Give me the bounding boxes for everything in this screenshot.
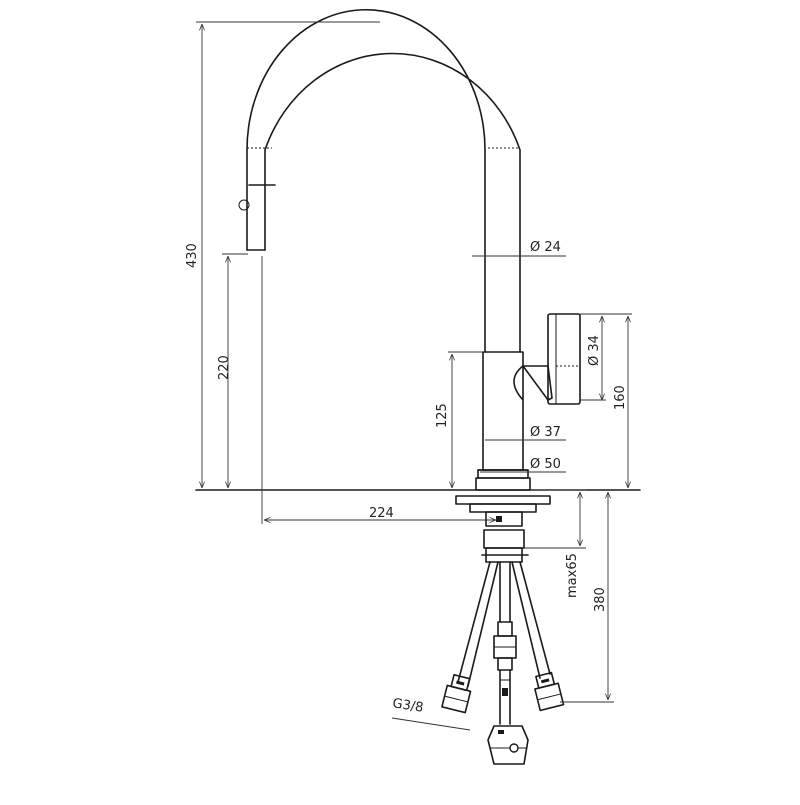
spout-outer <box>246 9 486 353</box>
dim-body-height: 125 <box>435 403 450 428</box>
dim-base-diameter: Ø 50 <box>530 457 561 472</box>
dim-spout-reach: 224 <box>369 506 394 521</box>
handshower-button <box>238 199 250 211</box>
mounting-plate <box>455 495 551 505</box>
faucet-outline <box>195 9 641 765</box>
dimension-labels: 430 220 125 160 380 max65 Ø 34 224 Ø 24 … <box>185 240 628 716</box>
dim-max-thickness: max65 <box>565 553 580 598</box>
spout-inner <box>264 52 521 353</box>
dimension-lines <box>196 21 632 731</box>
hose-left <box>457 561 491 683</box>
lever-cap <box>547 313 581 405</box>
dim-body-diameter: Ø 37 <box>530 425 561 440</box>
dim-lever-height: 160 <box>613 385 628 410</box>
fitting-left <box>441 673 472 714</box>
dim-spout-height: 220 <box>217 355 232 380</box>
dim-lever-diameter: Ø 34 <box>587 335 602 366</box>
fitting-right <box>534 671 565 712</box>
faucet-body <box>482 351 524 471</box>
dim-hose-length: 380 <box>593 587 608 612</box>
mounting-nut <box>483 529 525 549</box>
body-ring <box>477 469 529 479</box>
hose-right <box>511 561 541 679</box>
dim-thread: G3/8 <box>391 696 424 716</box>
dim-total-height: 430 <box>185 243 200 268</box>
dim-spout-diameter: Ø 24 <box>530 240 561 255</box>
lever-handle <box>522 365 553 401</box>
hose-weight <box>487 725 529 765</box>
